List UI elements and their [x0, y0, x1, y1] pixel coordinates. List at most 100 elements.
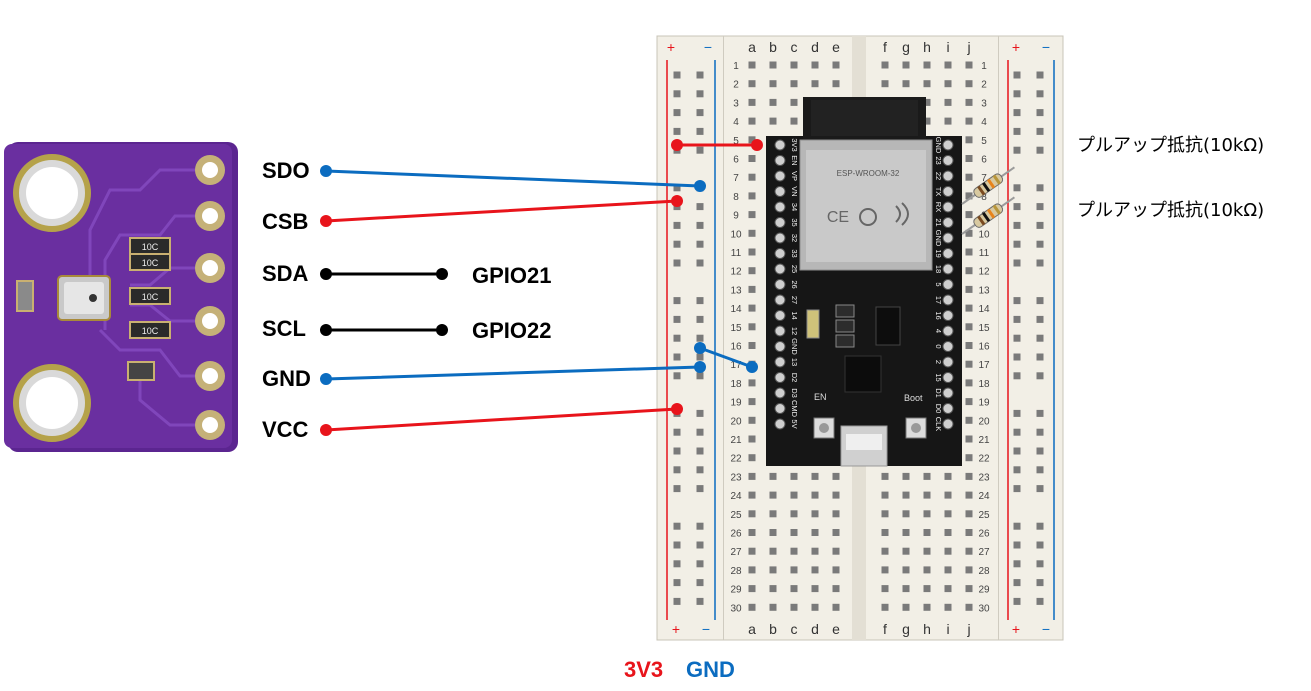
rail-hole: [1036, 221, 1044, 229]
rail-hole: [673, 334, 681, 342]
breadboard-hole: [944, 566, 952, 574]
pin-label-vcc: VCC: [262, 417, 309, 442]
rail-hole: [673, 221, 681, 229]
rail-hole: [696, 466, 704, 474]
breadboard-hole: [944, 98, 952, 106]
header-pin: [942, 325, 954, 337]
column-letter: b: [769, 39, 777, 55]
header-pin: [774, 263, 786, 275]
row-number: 5: [981, 136, 987, 147]
row-number: 29: [978, 585, 990, 596]
rail-hole: [1036, 109, 1044, 117]
row-number: 4: [733, 117, 739, 128]
rail-hole: [673, 466, 681, 474]
rail-hole: [696, 203, 704, 211]
breadboard-hole: [748, 285, 756, 293]
header-pin: [942, 372, 954, 383]
header-pin: [942, 201, 954, 213]
esp-pin-label: VP: [790, 171, 799, 181]
rail-hole: [673, 127, 681, 135]
breadboard-hole: [923, 61, 931, 69]
header-pin: [774, 356, 786, 368]
rail-hole: [1013, 203, 1021, 211]
header-pin: [774, 403, 786, 414]
usb-uart-chip: [844, 355, 882, 393]
breadboard-hole: [965, 267, 973, 275]
smd-resistor: [129, 321, 171, 339]
rail-hole: [1036, 203, 1044, 211]
row-number: 19: [730, 398, 742, 409]
esp-pin-label: 21: [934, 218, 943, 226]
header-pin: [774, 248, 786, 259]
column-letter: j: [966, 621, 970, 637]
column-letter: g: [902, 39, 910, 55]
pullup-resistor-1: [961, 166, 1015, 205]
breadboard-hole: [965, 155, 973, 162]
breadboard-hole: [811, 566, 819, 574]
rail-hole: [673, 372, 681, 380]
rail-hole: [1036, 541, 1044, 549]
esp-pin-label: 25: [790, 265, 799, 273]
breadboard-hole: [748, 510, 756, 518]
esp-pin-label: GND: [934, 137, 943, 154]
wire-vcc: [324, 407, 679, 432]
gpio21-label: GPIO21: [472, 263, 551, 288]
breadboard-hole: [748, 472, 756, 480]
row-number: 17: [730, 360, 742, 371]
breadboard-hole: [769, 117, 777, 125]
header-pin: [774, 418, 786, 430]
rail-plus-sign: +: [667, 39, 675, 55]
row-number: 21: [978, 435, 990, 446]
breadboard-hole: [965, 61, 973, 69]
header-pin: [774, 372, 786, 383]
breadboard-hole: [811, 603, 819, 611]
column-letter: h: [923, 621, 931, 637]
breadboard-hole: [965, 342, 973, 349]
row-number: 27: [730, 547, 742, 558]
breadboard-hole: [881, 80, 889, 88]
rail-hole: [1013, 428, 1021, 436]
breadboard-hole: [944, 547, 952, 555]
row-number: 1: [981, 61, 987, 72]
breadboard-hole: [881, 547, 889, 555]
rail-hole: [1013, 297, 1021, 305]
breadboard-hole: [769, 603, 777, 611]
breadboard-hole: [790, 61, 798, 69]
row-number: 8: [981, 192, 987, 203]
row-number: 9: [733, 211, 739, 222]
header-pin: [774, 155, 786, 166]
breadboard-hole: [902, 80, 910, 88]
row-number: 11: [731, 248, 742, 259]
row-number: 29: [730, 585, 742, 596]
rail-hole: [1036, 353, 1044, 361]
row-number: 10: [730, 229, 742, 240]
esp-pin-label: D3: [790, 388, 799, 398]
rail-hole: [1013, 146, 1021, 154]
rail-hole: [696, 579, 704, 587]
rail-hole: [696, 353, 704, 361]
header-pin: [942, 418, 954, 430]
rail-hole: [1013, 466, 1021, 474]
breadboard-hole: [790, 98, 798, 106]
breadboard-hole: [923, 98, 931, 106]
esp-pin-label: 3V3: [790, 138, 799, 151]
breadboard-hole: [832, 547, 840, 555]
rail-hole: [673, 353, 681, 361]
row-number: 8: [733, 192, 739, 203]
rail-minus-sign: −: [704, 39, 712, 55]
breadboard-hole: [965, 117, 973, 125]
rail-hole: [1013, 259, 1021, 267]
header-pin: [774, 325, 786, 337]
esp-pin-label: 32: [790, 234, 799, 242]
pin-label-sda: SDA: [262, 261, 309, 286]
breadboard-hole: [748, 304, 756, 312]
header-pin: [942, 217, 954, 228]
ce-mark: CE: [827, 209, 849, 226]
rail-hole: [1036, 560, 1044, 568]
column-letter: f: [883, 621, 887, 637]
breadboard-hole: [965, 398, 973, 406]
rail-hole: [1013, 560, 1021, 568]
rail-hole: [673, 541, 681, 549]
